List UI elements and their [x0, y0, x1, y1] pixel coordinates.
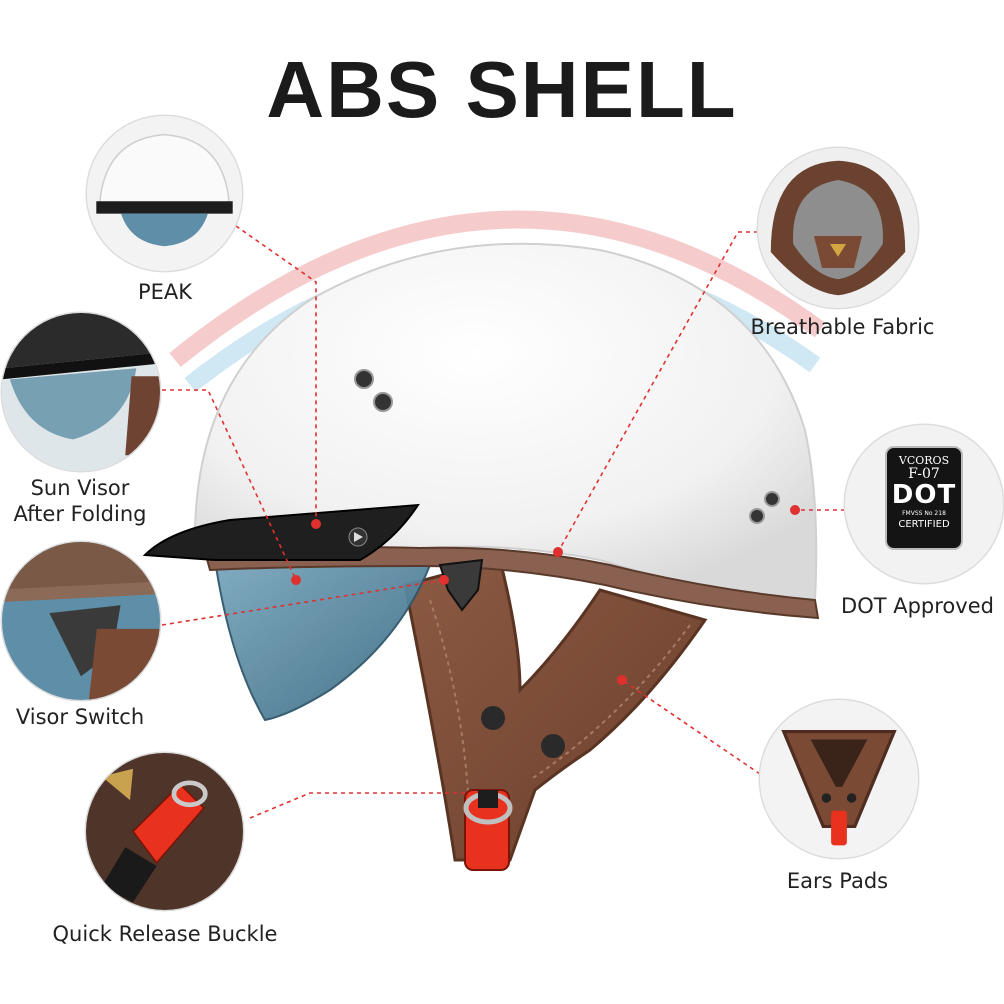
ears-callout [760, 700, 918, 858]
visor-switch-callout [2, 542, 160, 700]
breathable-thumbnail [758, 148, 918, 308]
rivet [764, 491, 780, 507]
dot-model: F-07 [908, 466, 940, 482]
sun-visor-label-line1: Sun Visor [30, 476, 130, 500]
page-title: ABS SHELL [266, 45, 738, 134]
quick-release-thumbnail [86, 753, 243, 910]
dot-label: DOT Approved [841, 594, 994, 618]
sun-visor-callout [2, 313, 160, 471]
rivet [749, 508, 765, 524]
leather-strap [403, 558, 708, 862]
inner-visor [213, 558, 432, 722]
callout-lines [161, 225, 845, 819]
rivet [373, 392, 393, 412]
breathable-label: Breathable Fabric [750, 315, 935, 339]
quick-release-callout [86, 753, 243, 910]
visor-switch-thumbnail [2, 542, 160, 700]
airflow-arc-red [169, 210, 826, 367]
dot-status: CERTIFIED [898, 519, 950, 530]
breathable-callout [758, 148, 918, 308]
quick-release-label: Quick Release Buckle [52, 922, 278, 946]
snap-button [481, 706, 505, 730]
dot-brand: VCOROS [898, 454, 950, 467]
rivet [354, 369, 374, 389]
peak-thumbnail [87, 116, 242, 271]
leather-trim [203, 546, 820, 620]
peak-callout [87, 116, 242, 271]
peak-brim [142, 503, 420, 561]
visor-switch [438, 558, 484, 612]
dot-mark: DOT [891, 480, 957, 510]
peak-label: PEAK [137, 280, 193, 304]
ears-thumbnail [760, 700, 918, 858]
dot-standard: FMVSS No 218 [902, 510, 946, 517]
dot-badge: VCOROS F-07 DOT FMVSS No 218 CERTIFIED [887, 448, 961, 548]
dot-callout: VCOROS F-07 DOT FMVSS No 218 CERTIFIED [845, 425, 1003, 583]
ears-label: Ears Pads [786, 869, 889, 893]
visor-switch-label: Visor Switch [15, 705, 145, 729]
snap-button [541, 734, 565, 758]
sun-visor-label-line2: After Folding [13, 502, 147, 526]
sun-visor-thumbnail [2, 313, 160, 471]
